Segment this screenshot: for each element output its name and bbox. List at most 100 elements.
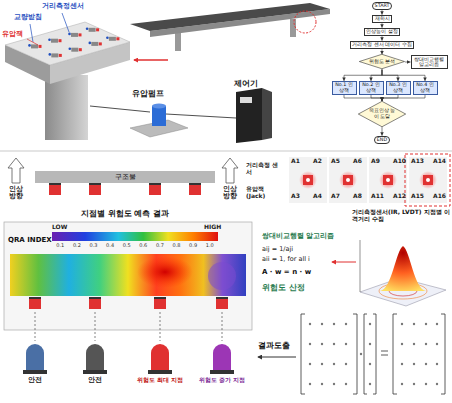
peak-surface xyxy=(380,246,426,291)
sensor-id: A3 xyxy=(291,193,300,200)
jack xyxy=(116,37,119,40)
jack-cap xyxy=(189,183,201,185)
decision-diamond: 위험도 분석 xyxy=(359,54,405,69)
sensor-id: A13 xyxy=(411,158,424,165)
diamond-shape xyxy=(358,101,405,126)
jack xyxy=(39,45,42,48)
dashed-leader xyxy=(222,312,223,341)
jack-cap xyxy=(49,183,61,185)
deck-pier xyxy=(175,33,181,51)
result-leaders xyxy=(35,312,222,341)
glow xyxy=(419,171,437,189)
pier-column xyxy=(45,75,88,140)
lift-arrow xyxy=(8,158,24,183)
annotation-label: 거리측정센서(IR, LVDT) 지점별 이격거리 수집 xyxy=(352,209,450,223)
equals xyxy=(381,351,388,352)
jack-square xyxy=(343,175,353,185)
pump-body xyxy=(152,106,166,126)
flow-connector xyxy=(382,95,425,101)
flow-connector xyxy=(382,70,425,81)
scale-value: 0.9 xyxy=(189,243,197,249)
annotation-label: 지점별 위험도 예측 결과 xyxy=(81,210,169,219)
annotation-label: LOW xyxy=(52,224,67,231)
jack-square xyxy=(303,175,313,185)
node-text: 구조물 xyxy=(115,173,136,181)
light-base xyxy=(210,370,234,374)
node-text: 거리측정 센서 데이터 수집 xyxy=(352,42,412,48)
sensor-id: A14 xyxy=(433,158,446,165)
jack-square xyxy=(383,175,393,185)
scale-value: 1.0 xyxy=(206,243,214,249)
matrix xyxy=(301,314,445,394)
bracket xyxy=(373,314,376,394)
sensor-id: A1 xyxy=(291,158,300,165)
scale-value: 0.6 xyxy=(139,243,147,249)
jack-box: No.3 인상잭 xyxy=(386,81,411,95)
sensor-id: A11 xyxy=(371,193,384,200)
jack xyxy=(89,185,101,195)
annotation-label: HIGH xyxy=(204,224,221,231)
jack-cap xyxy=(216,297,228,299)
hose xyxy=(90,106,150,112)
bracket xyxy=(364,314,367,394)
annotation-label: 교량받침 xyxy=(14,13,42,21)
jack xyxy=(49,185,61,195)
heatmap-jacks xyxy=(29,297,228,309)
bearing xyxy=(109,37,116,41)
heat-spot xyxy=(137,256,193,288)
annotation-label: 유압잭 xyxy=(2,30,23,38)
decision-diamond: 목표인상 높이 도달 xyxy=(358,101,406,127)
sensor-dot xyxy=(69,47,72,50)
bearing xyxy=(51,53,58,57)
process-box: 쌍대비교행렬 알고리즘 xyxy=(411,55,448,68)
pump-top xyxy=(152,104,166,109)
sensor-id: A9 xyxy=(371,158,380,165)
bearing xyxy=(71,33,78,37)
node-text: 재하시 xyxy=(375,16,390,22)
sensor-dot xyxy=(346,178,350,182)
process-box: 재하시 xyxy=(372,15,392,24)
annotation-label: 제어기 xyxy=(234,79,258,88)
jack-box: No.4 인상잭 xyxy=(413,81,438,95)
light-base xyxy=(83,370,107,374)
glow xyxy=(379,171,397,189)
controller-body xyxy=(236,88,262,143)
flow-connector xyxy=(344,95,382,101)
sensor-id: A10 xyxy=(393,158,406,165)
node-text: 인상높이 설정 xyxy=(366,29,398,35)
node-text: 목표인상 높이 도달 xyxy=(368,108,396,119)
bearing xyxy=(89,28,96,32)
scale-value: 0.2 xyxy=(73,243,81,249)
node-text: No.3 인상잭 xyxy=(388,82,408,93)
plot-axis xyxy=(360,240,361,292)
leader-line xyxy=(27,39,38,45)
jack xyxy=(189,185,201,195)
structure-band: 구조물 xyxy=(35,171,215,183)
sensor-dot xyxy=(28,44,31,47)
scale-value: 0.1 xyxy=(56,243,64,249)
bearing xyxy=(91,42,98,46)
sensor-dot xyxy=(86,28,89,31)
color-bar xyxy=(52,232,218,241)
status-label: 안전 xyxy=(88,377,102,384)
cable xyxy=(166,114,236,118)
light-base xyxy=(23,370,47,374)
status-label: 위험도 증가 지점 xyxy=(199,377,245,384)
dashed-leader xyxy=(35,312,36,341)
divider xyxy=(0,151,452,152)
detail-circle xyxy=(294,11,316,33)
flow-connector xyxy=(371,70,382,81)
sensor-dot xyxy=(48,38,51,41)
heat-spot xyxy=(208,262,236,290)
bearing xyxy=(71,48,78,52)
jack xyxy=(96,28,99,31)
jack-cap xyxy=(89,297,101,299)
formula: aii = 1, for all i xyxy=(262,256,310,263)
status-label: 위험도 최대 지점 xyxy=(137,377,183,384)
annotation-label: 인상 방향 xyxy=(219,186,241,201)
result-arrow xyxy=(258,357,296,358)
jack xyxy=(59,39,62,42)
matrix-entries xyxy=(309,323,438,385)
jack xyxy=(79,48,82,51)
warning-light xyxy=(213,344,231,370)
